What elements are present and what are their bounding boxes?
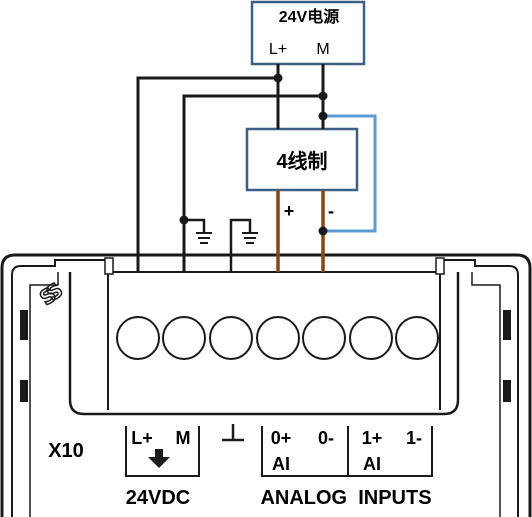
terminal-label-lplus: L+ [131, 428, 153, 448]
junction-dot [318, 111, 328, 121]
ground-icon [242, 232, 258, 244]
junction-dot [318, 91, 328, 101]
terminal-screw-7 [395, 316, 439, 360]
clip-right-bottom [503, 380, 511, 402]
dc-label: 24VDC [126, 487, 190, 509]
terminal-label-m: M [176, 428, 191, 448]
power-supply-box: 24V电源 L+ M [250, 0, 366, 66]
clip-right-top [503, 310, 511, 340]
wire-jumper [323, 114, 377, 233]
wire-lplus [136, 64, 280, 272]
transmitter-label: 4线制 [276, 149, 327, 173]
junction-dots [179, 73, 328, 236]
terminal-screw-1 [116, 316, 160, 360]
terminal-screw-4 [256, 316, 300, 360]
terminal-label-0minus: 0- [318, 428, 334, 448]
connector-id-label: X10 [48, 440, 84, 462]
terminal-label-1minus: 1- [406, 428, 422, 448]
wire-ground [184, 218, 252, 272]
junction-dot [318, 226, 328, 236]
junction-dot [273, 73, 283, 83]
ground-icon [196, 232, 212, 244]
down-arrow-icon [148, 449, 170, 468]
transmitter-plus-label: + [284, 201, 295, 221]
ai-label-0: AI [272, 454, 290, 474]
terminal-label-1plus: 1+ [362, 428, 383, 448]
terminal-screws [116, 316, 439, 360]
clip-left-bottom [20, 380, 28, 402]
ground-terminal-icon [222, 424, 244, 442]
terminal-screw-2 [162, 316, 206, 360]
dc-terminal-bracket [125, 426, 200, 477]
junction-dot [179, 215, 189, 225]
analog-inputs-label: ANALOG INPUTS [260, 487, 431, 509]
power-supply-minus-label: M [316, 41, 329, 58]
terminal-screw-5 [302, 316, 346, 360]
transmitter-minus-label: - [328, 201, 334, 221]
terminal-screw-6 [349, 316, 393, 360]
transmitter-box: 4线制 + - [245, 127, 359, 221]
terminal-label-0plus: 0+ [271, 428, 292, 448]
power-supply-plus-label: L+ [269, 41, 287, 58]
ai-label-1: AI [363, 454, 381, 474]
terminal-screw-3 [209, 316, 253, 360]
clip-left-top [20, 310, 28, 340]
power-supply-title: 24V电源 [279, 7, 339, 26]
